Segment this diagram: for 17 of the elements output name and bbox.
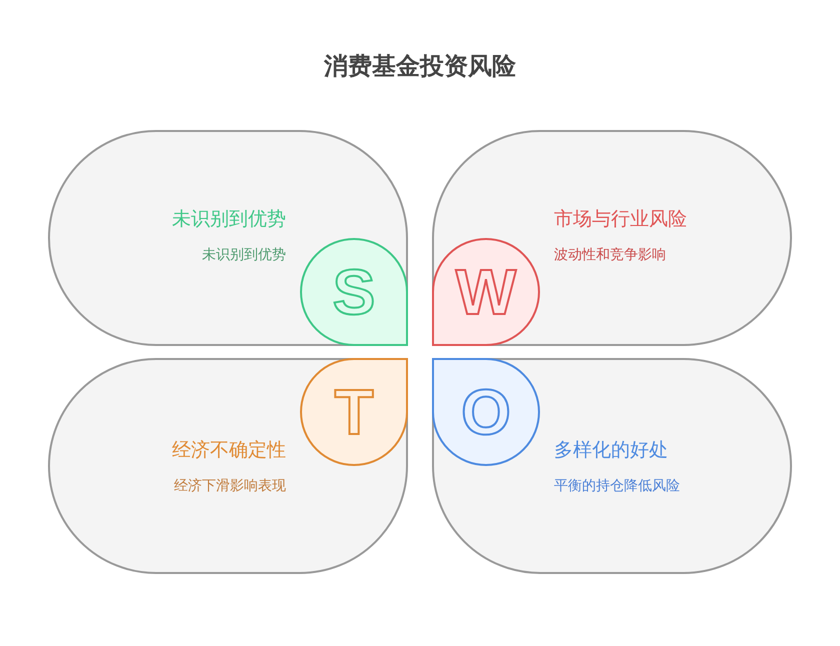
quadrant-description: 平衡的持仓降低风险 [554, 477, 680, 496]
quadrant-heading: 多样化的好处 [554, 438, 668, 463]
quadrant-heading: 经济不确定性 [172, 438, 286, 463]
quadrant-card [48, 358, 408, 574]
diagram-title: 消费基金投资风险 [324, 52, 516, 80]
quadrant-card [48, 130, 408, 346]
quadrant-description: 经济下滑影响表现 [174, 477, 286, 496]
quadrant-card [432, 130, 792, 346]
quadrant-description: 波动性和竞争影响 [554, 246, 666, 265]
swot-letter: T [334, 380, 374, 444]
quadrant-heading: 未识别到优势 [172, 207, 286, 232]
swot-letter: O [461, 380, 511, 444]
quadrant-description: 未识别到优势 [202, 246, 286, 265]
quadrant-heading: 市场与行业风险 [554, 207, 687, 232]
quadrant-card [432, 358, 792, 574]
swot-letter: W [456, 260, 516, 324]
swot-letter: S [332, 260, 376, 324]
